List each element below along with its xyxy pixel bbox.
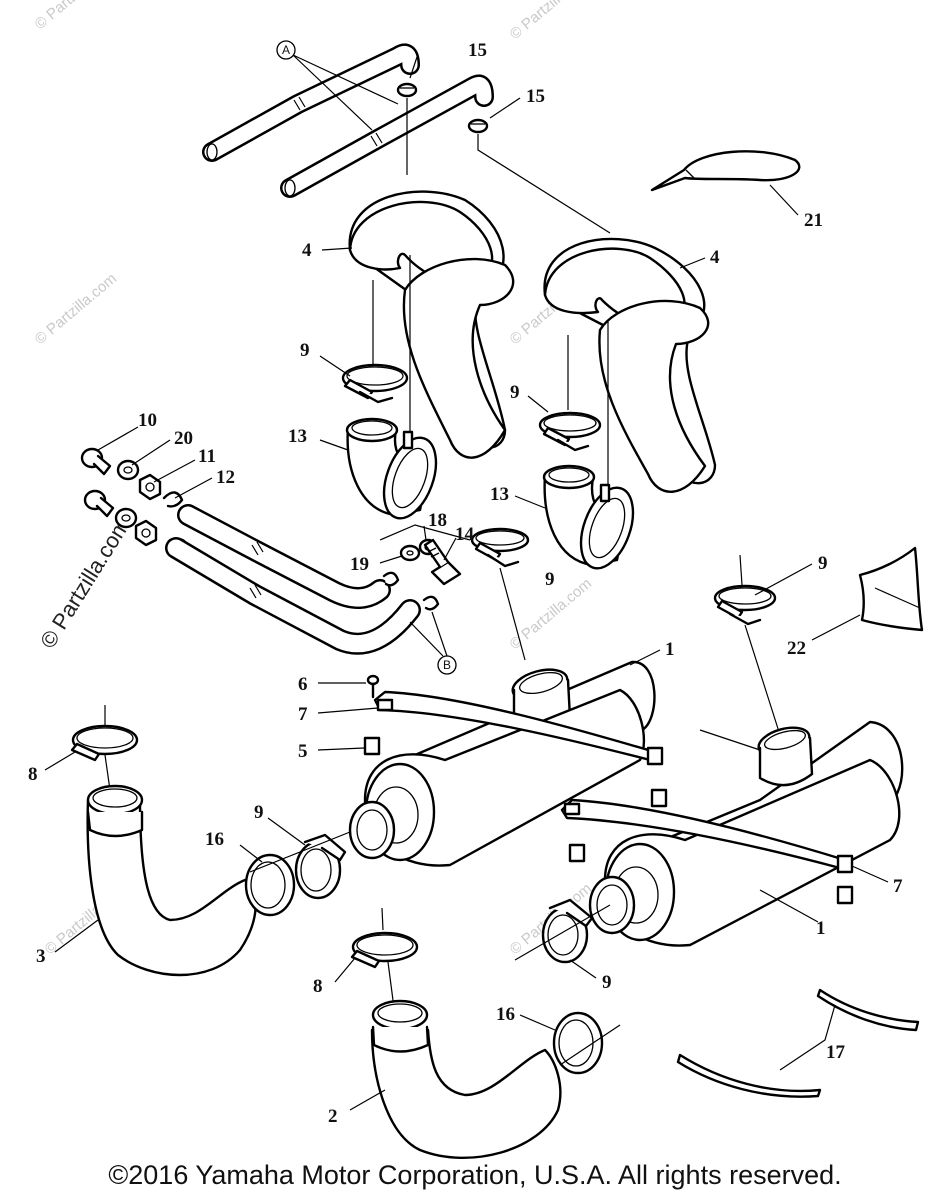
callout-9-upper-left: 9 (300, 340, 310, 361)
callout-9-center: 9 (545, 569, 555, 590)
pipe-4-right (543, 237, 717, 493)
callout-16-left: 16 (205, 829, 224, 850)
screw-6 (366, 674, 380, 699)
callout-2: 2 (328, 1106, 338, 1127)
callout-9-lower-center: 9 (602, 972, 612, 993)
ring-16-lower (552, 1011, 604, 1075)
clamp-8-upper (70, 724, 139, 762)
callout-4-left: 4 (302, 240, 312, 261)
callout-6: 6 (298, 674, 308, 695)
callout-8-lower: 8 (313, 976, 323, 997)
washer-19 (399, 544, 421, 562)
hose-a-left (202, 43, 420, 162)
clamp-8-lower (350, 931, 419, 969)
bolt-14 (423, 538, 462, 586)
watermark-1: © Partzilla.com (32, 0, 120, 33)
muffler-1-lower-body (588, 758, 901, 947)
elbow-13-right (542, 464, 635, 570)
callout-9-left-center: 9 (254, 802, 264, 823)
callout-13-right: 13 (490, 484, 509, 505)
side-watermark: © Partzilla.com (35, 514, 135, 653)
pipe-2 (370, 999, 562, 1160)
hose-a-right (280, 74, 494, 198)
cable-tie-21 (650, 150, 801, 192)
hose-b-lower (165, 537, 421, 655)
ref-mark-b: B (443, 658, 451, 672)
ref-mark-a-circle (276, 40, 296, 60)
clamp-9-mid-right (538, 411, 602, 452)
strap-7-upper (373, 690, 664, 766)
ring-16-left (244, 853, 296, 917)
callout-19: 19 (350, 554, 369, 575)
callout-21: 21 (804, 210, 823, 231)
elbow-13-left (345, 417, 438, 520)
clip-b (382, 571, 440, 611)
callout-11: 11 (198, 446, 216, 467)
clamp-9-center (470, 527, 530, 568)
bolt-10 (80, 447, 115, 518)
watermark-2: © Partzilla.com (507, 0, 595, 43)
callout-15-left: 15 (468, 40, 487, 61)
heat-shield-22 (858, 546, 924, 632)
callout-14: 14 (455, 524, 475, 545)
callout-15-right: 15 (526, 86, 545, 107)
clamp-9-right-top (713, 584, 777, 626)
callout-18: 18 (428, 510, 447, 531)
callout-1-lower: 1 (816, 918, 826, 939)
callout-7-lower: 7 (893, 876, 903, 897)
callout-10: 10 (138, 410, 157, 431)
pipe-3 (86, 784, 257, 977)
clamp-9-lower-center (541, 898, 594, 964)
callout-4-right: 4 (710, 247, 720, 268)
callout-5: 5 (298, 741, 308, 762)
bracket-5 (363, 736, 854, 905)
callout-13-left: 13 (288, 426, 307, 447)
ref-mark-a: A (282, 43, 290, 57)
nut-11 (134, 473, 162, 547)
callout-20: 20 (174, 428, 193, 449)
strap-7-lower (560, 798, 854, 874)
callout-17: 17 (826, 1042, 846, 1063)
pipe-4-left (348, 190, 515, 459)
callout-labels: 15 15 21 4 4 9 9 13 13 10 20 11 12 18 19… (28, 40, 903, 1127)
hose-b-upper (177, 504, 391, 609)
copyright-footer: ©2016 Yamaha Motor Corporation, U.S.A. A… (108, 1160, 842, 1190)
callout-9-mid-right: 9 (510, 382, 520, 403)
leader-lines (44, 53, 889, 1111)
callout-9-right-top: 9 (818, 553, 828, 574)
clamp-9-left-center (294, 833, 347, 900)
clamp-15-right (467, 118, 489, 134)
clamp-15-left (396, 82, 418, 98)
callout-22: 22 (787, 638, 806, 659)
gasket-17 (676, 988, 920, 1098)
callout-16-lower: 16 (496, 1004, 515, 1025)
clamp-9-upper-left (341, 363, 409, 404)
washer-20 (114, 459, 140, 529)
callout-7-upper: 7 (298, 704, 308, 725)
callout-3: 3 (36, 946, 46, 967)
callout-1-upper: 1 (665, 639, 675, 660)
callout-8-upper: 8 (28, 764, 38, 785)
callout-12: 12 (216, 467, 235, 488)
watermark-3: © Partzilla.com (32, 270, 120, 348)
